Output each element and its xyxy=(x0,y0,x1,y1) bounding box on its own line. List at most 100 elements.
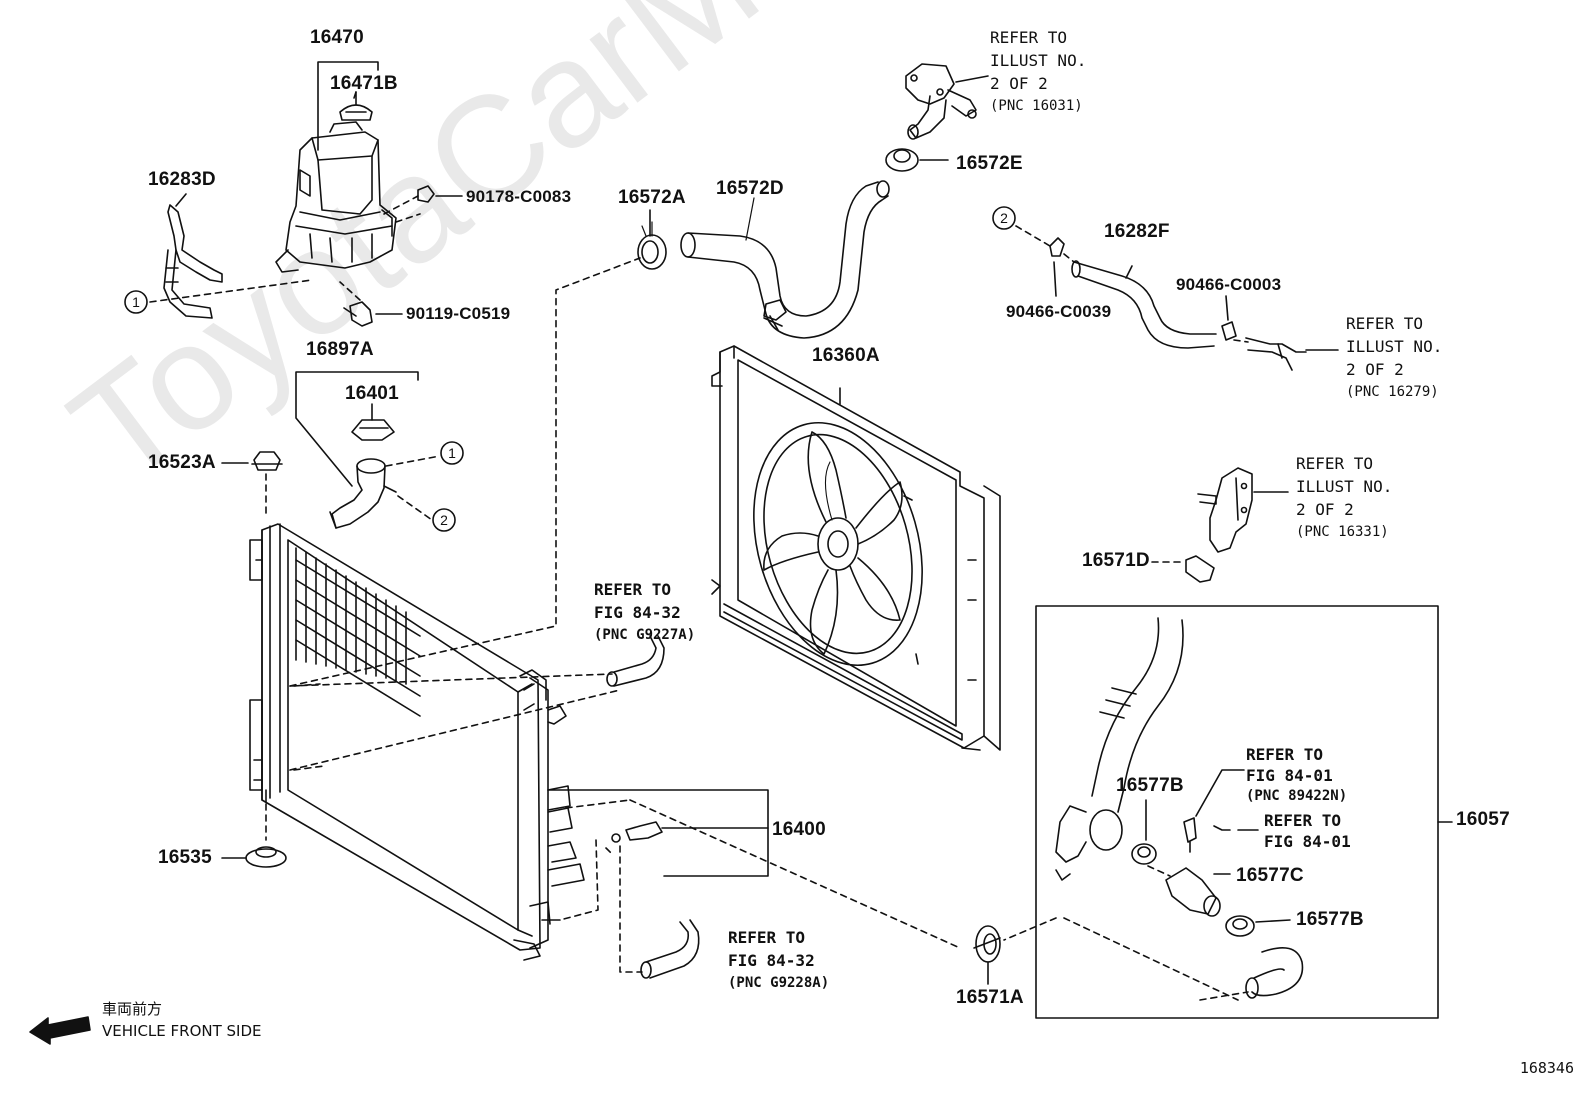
hose-g9227a xyxy=(606,635,665,687)
vehicle-front-label: 車両前方 VEHICLE FRONT SIDE xyxy=(102,998,262,1042)
refer-line: FIG 84-01 xyxy=(1246,766,1333,785)
refer-line: REFER TO xyxy=(990,28,1068,47)
refer-line: REFER TO xyxy=(594,580,672,599)
fitting-16577c xyxy=(1165,867,1231,917)
leader-16400 xyxy=(547,789,769,877)
part-label: 16535 xyxy=(158,847,212,868)
part-label: 16283D xyxy=(148,169,216,190)
refer-note-16031: REFER TO ILLUST NO. 2 OF 2 (PNC 16031) xyxy=(990,26,1086,118)
refer-pnc: (PNC 16279) xyxy=(1346,384,1439,400)
radiator-cap xyxy=(351,419,395,441)
vehicle-front-jp: 車両前方 xyxy=(102,1000,163,1018)
refer-line: 2 OF 2 xyxy=(1346,360,1404,379)
sensor-16571d xyxy=(1151,555,1215,583)
part-label: 16577C xyxy=(1236,865,1304,886)
part-label: 90119-C0519 xyxy=(406,304,511,323)
front-arrow-icon xyxy=(29,1016,91,1045)
clamp-16571a xyxy=(973,925,1001,985)
dashed-kit xyxy=(1003,865,1249,1001)
part-label: 16400 xyxy=(772,819,826,840)
nut-90178 xyxy=(417,185,463,203)
refer-note-16279: REFER TO ILLUST NO. 2 OF 2 (PNC 16279) xyxy=(1346,312,1442,404)
part-label: 16897A xyxy=(306,339,374,360)
part-label: 16572A xyxy=(618,187,686,208)
refer-line: 2 OF 2 xyxy=(1296,500,1354,519)
refer-pnc: (PNC 89422N) xyxy=(1246,788,1348,804)
dashed-radiator-pipes xyxy=(289,257,961,973)
clamp-16572e xyxy=(885,148,949,172)
part-label: 16572D xyxy=(716,178,784,199)
hose-g9228a xyxy=(640,919,700,979)
part-label: 16057 xyxy=(1456,809,1510,830)
refer-line: ILLUST NO. xyxy=(1296,477,1393,496)
callout-1: 1 xyxy=(132,294,140,310)
part-label: 16571A xyxy=(956,987,1024,1008)
part-label: 90466-C0003 xyxy=(1176,275,1282,294)
hose-16283d xyxy=(163,204,223,319)
refer-note-16331: REFER TO ILLUST NO. 2 OF 2 (PNC 16331) xyxy=(1296,452,1392,544)
part-label: 16470 xyxy=(310,27,364,48)
clamp-90466-c0039 xyxy=(1049,237,1065,297)
part-label: 16577B xyxy=(1296,909,1364,930)
upper-hose xyxy=(680,180,890,339)
drain-cock xyxy=(611,821,769,843)
part-label: 16282F xyxy=(1104,221,1170,242)
refer-pnc: (PNC G9227A) xyxy=(594,627,696,643)
refer-note-g9227a: REFER TO FIG 84-32 (PNC G9227A) xyxy=(594,578,695,647)
refer-line: 2 OF 2 xyxy=(990,74,1048,93)
clamp-16577b-bottom xyxy=(1225,915,1291,937)
refer-line: REFER TO xyxy=(728,928,806,947)
mount-16535 xyxy=(221,846,287,868)
refer-line: FIG 84-32 xyxy=(728,951,815,970)
kit-lower-hose xyxy=(1245,946,1304,999)
clamp-16577b-top xyxy=(1131,799,1157,865)
part-label: 16523A xyxy=(148,452,216,473)
leader-16283d xyxy=(175,193,187,207)
kit-box-16057 xyxy=(1035,605,1439,1019)
refer-line: ILLUST NO. xyxy=(990,51,1087,70)
refer-line: REFER TO xyxy=(1264,811,1342,830)
kit-hose xyxy=(1055,617,1184,881)
illustration-number: 168346 xyxy=(1519,1059,1574,1077)
callout-2: 2 xyxy=(440,512,448,528)
refer-note-g9228a: REFER TO FIG 84-32 (PNC G9228A) xyxy=(728,926,829,995)
clamp-16572a xyxy=(637,221,667,270)
filler-neck xyxy=(329,458,397,529)
callout-circles xyxy=(124,206,1016,532)
bypass-hose xyxy=(1071,260,1217,349)
refer-note-84-01: REFER TO FIG 84-01 xyxy=(1264,810,1351,852)
bolt-90119 xyxy=(343,301,403,327)
dashed-reservoir xyxy=(149,195,421,303)
pipe-16279 xyxy=(1245,337,1339,371)
vehicle-front-en: VEHICLE FRONT SIDE xyxy=(102,1022,262,1040)
dashed-filler xyxy=(385,455,441,521)
leader-16470 xyxy=(317,61,379,151)
part-label: 16572E xyxy=(956,153,1023,174)
refer-pnc: (PNC 16031) xyxy=(990,98,1083,114)
part-label: 90466-C0039 xyxy=(1006,302,1112,321)
dashed-bypass xyxy=(1015,225,1249,343)
part-label: 90178-C0083 xyxy=(466,187,572,206)
callout-2: 2 xyxy=(1000,210,1008,226)
refer-note-89422n: REFER TO FIG 84-01 (PNC 89422N) xyxy=(1246,744,1347,807)
refer-line: REFER TO xyxy=(1246,745,1324,764)
mount-16523a xyxy=(221,451,283,471)
refer-line: FIG 84-32 xyxy=(594,603,681,622)
part-label: 16471B xyxy=(330,73,398,94)
refer-line: REFER TO xyxy=(1296,454,1374,473)
refer-pnc: (PNC 16331) xyxy=(1296,524,1389,540)
radiator xyxy=(249,523,585,961)
callout-1: 1 xyxy=(448,445,456,461)
part-label: 16571D xyxy=(1082,550,1150,571)
reservoir-tank xyxy=(275,121,397,273)
part-label: 16577B xyxy=(1116,775,1184,796)
thermostat-housing xyxy=(1197,467,1289,553)
water-outlet xyxy=(905,63,989,140)
refer-pnc: (PNC G9228A) xyxy=(728,975,830,991)
leader-16897a xyxy=(295,371,419,487)
fan-shroud xyxy=(711,345,1001,751)
refer-line: REFER TO xyxy=(1346,314,1424,333)
kit-sensor xyxy=(1183,769,1259,853)
